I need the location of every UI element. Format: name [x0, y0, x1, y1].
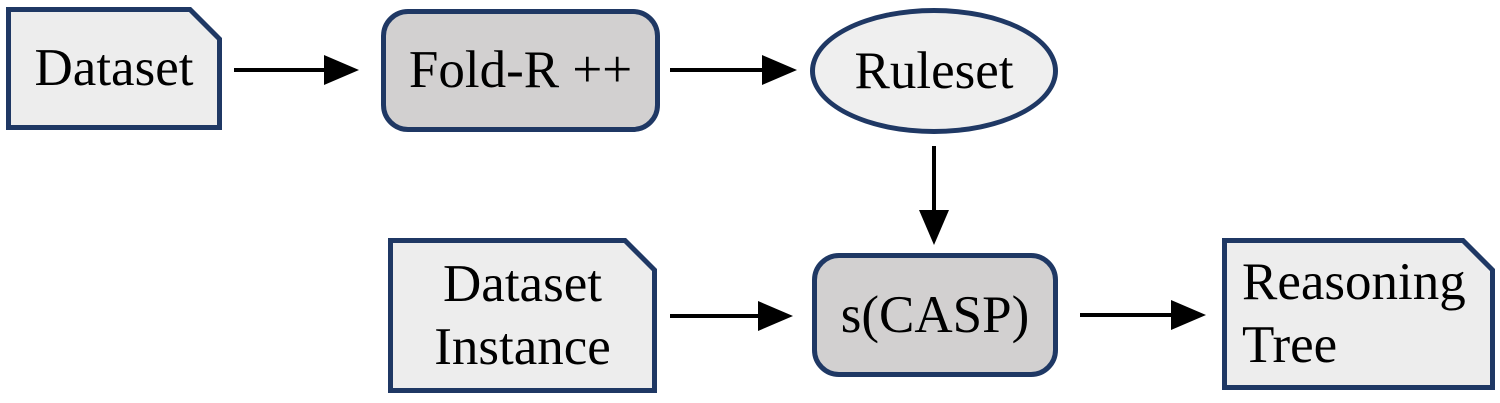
document-shape [6, 7, 222, 130]
reasoning-tree-line2: Tree [1242, 316, 1338, 374]
reasoning-tree-node: Reasoning Tree [1222, 238, 1495, 390]
dataset-instance-node: Dataset Instance [388, 238, 657, 393]
ruleset-node: Ruleset [810, 8, 1058, 134]
reasoning-tree-label: Reasoning Tree [1222, 238, 1495, 390]
rounded-rect-shape [381, 9, 660, 132]
ellipse-shape [810, 8, 1058, 134]
dataset-instance-label: Dataset Instance [388, 238, 657, 393]
dataset-instance-line2: Instance [434, 317, 611, 376]
reasoning-tree-line1: Reasoning [1242, 253, 1466, 312]
dataset-node: Dataset [6, 7, 222, 130]
scasp-node: s(CASP) [812, 253, 1058, 377]
ruleset-label: Ruleset [854, 41, 1014, 100]
dataset-label: Dataset [34, 39, 194, 98]
scasp-label: s(CASP) [840, 285, 1030, 344]
document-shape [1222, 238, 1495, 390]
foldr-label: Fold-R ++ [408, 41, 633, 100]
rounded-rect-shape [812, 253, 1058, 377]
foldr-node: Fold-R ++ [381, 9, 660, 132]
document-shape [388, 238, 657, 393]
dataset-instance-line1: Dataset [443, 254, 602, 313]
